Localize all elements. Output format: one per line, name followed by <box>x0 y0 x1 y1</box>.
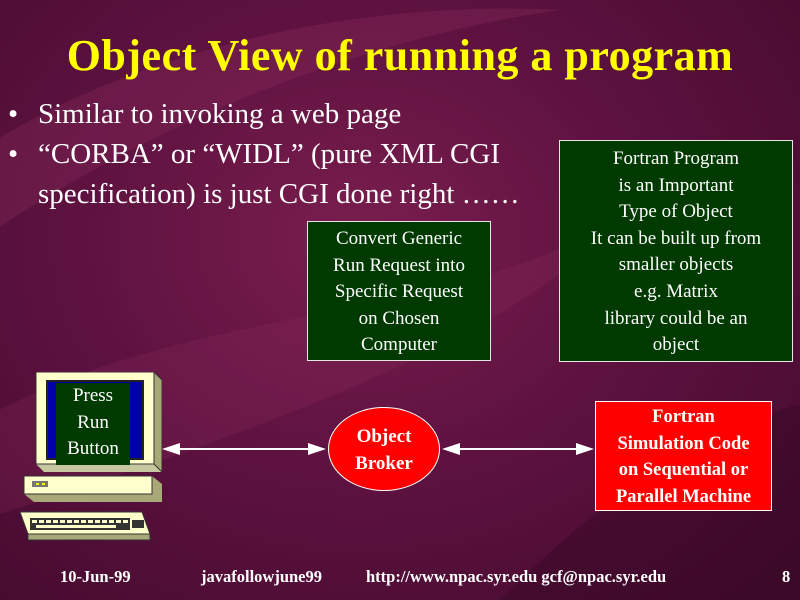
footer-contact: http://www.npac.syr.edu gcf@npac.syr.edu <box>366 567 667 586</box>
box-line: Button <box>67 438 119 459</box>
box-line: library could be an <box>604 307 748 329</box>
box-line: Press <box>72 385 114 406</box>
box-line: Object <box>356 426 412 447</box>
box-line: is an Important <box>618 174 734 196</box>
press-run-button-label: Press Run Button <box>56 383 130 465</box>
box-line: on Sequential or <box>618 460 749 481</box>
box-line: Parallel Machine <box>615 486 752 507</box>
footer-page-number: 8 <box>782 567 791 586</box>
box-line: Fortran <box>652 407 715 427</box>
fortran-program-note-box: Fortran Program is an Important Type of … <box>559 140 793 362</box>
bullet-item: “CORBA” or “WIDL” (pure XML CGI specific… <box>8 134 548 214</box>
box-line: Computer <box>361 334 437 356</box>
footer-filename: javafollowjune99 <box>201 567 322 586</box>
box-line: e.g. Matrix <box>634 280 718 302</box>
box-line: object <box>652 334 700 356</box>
box-line: Broker <box>355 453 413 474</box>
object-broker-ellipse: Object Broker <box>328 407 440 491</box>
box-line: Type of Object <box>619 201 733 223</box>
bullet-item: Similar to invoking a web page <box>8 94 548 134</box>
box-line: smaller objects <box>618 254 734 276</box>
fortran-simulation-box: Fortran Simulation Code on Sequential or… <box>595 401 772 511</box>
box-line: Specific Request <box>334 281 464 303</box>
box-line: It can be built up from <box>590 227 762 249</box>
box-line: on Chosen <box>358 307 440 329</box>
bullet-list: Similar to invoking a web page “CORBA” o… <box>8 94 548 214</box>
box-line: Run Request into <box>333 254 465 276</box>
box-line: Run <box>77 411 109 433</box>
footer-date: 10-Jun-99 <box>60 567 131 586</box>
box-line: Simulation Code <box>617 433 750 454</box>
slide-title: Object View of running a program <box>66 31 734 80</box>
convert-request-box: Convert Generic Run Request into Specifi… <box>307 221 491 361</box>
box-line: Convert Generic <box>335 228 463 249</box>
box-line: Fortran Program <box>612 148 740 169</box>
